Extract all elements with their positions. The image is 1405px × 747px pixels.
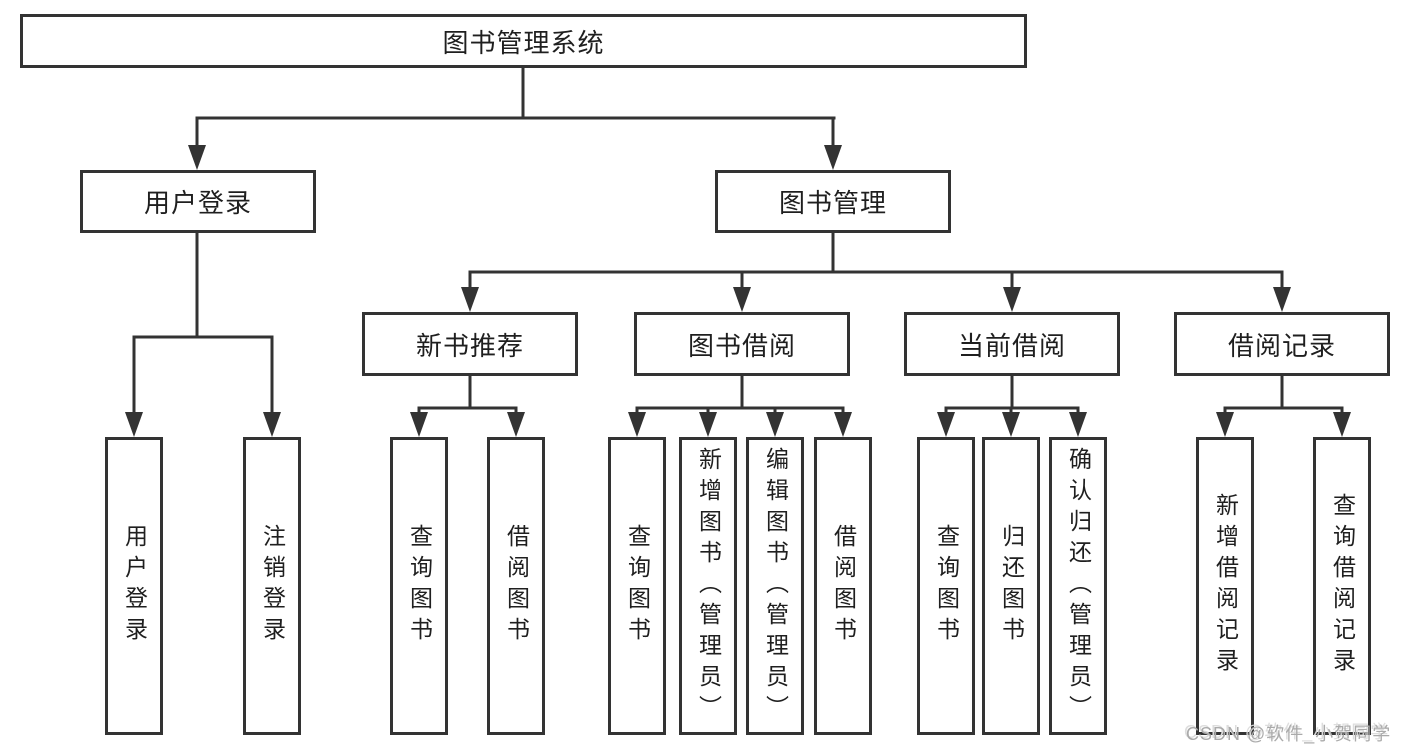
leaf-borrow-books-recommend: 借阅图书 — [487, 437, 545, 735]
leaf-query-borrow-record: 查询借阅记录 — [1313, 437, 1371, 735]
leaf-logout: 注销登录 — [243, 437, 301, 735]
node-current-borrowing: 当前借阅 — [904, 312, 1120, 376]
leaf-add-borrow-record: 新增借阅记录 — [1196, 437, 1254, 735]
leaf-user-login: 用户登录 — [105, 437, 163, 735]
leaf-query-books-borrowing: 查询图书 — [608, 437, 666, 735]
watermark: CSDN @软件_小贺同学 — [1186, 724, 1392, 744]
leaf-query-books-current: 查询图书 — [917, 437, 975, 735]
node-root: 图书管理系统 — [20, 14, 1027, 68]
node-book-borrowing: 图书借阅 — [634, 312, 850, 376]
leaf-borrow-books-borrowing: 借阅图书 — [814, 437, 872, 735]
node-book-management: 图书管理 — [715, 170, 951, 233]
node-user-login: 用户登录 — [80, 170, 316, 233]
leaf-add-book-admin: 新增图书（管理员） — [679, 437, 737, 735]
leaf-confirm-return-admin: 确认归还（管理员） — [1049, 437, 1107, 735]
leaf-return-book: 归还图书 — [982, 437, 1040, 735]
node-borrow-records: 借阅记录 — [1174, 312, 1390, 376]
node-new-book-recommend: 新书推荐 — [362, 312, 578, 376]
leaf-edit-book-admin: 编辑图书（管理员） — [746, 437, 804, 735]
leaf-query-books-recommend: 查询图书 — [390, 437, 448, 735]
